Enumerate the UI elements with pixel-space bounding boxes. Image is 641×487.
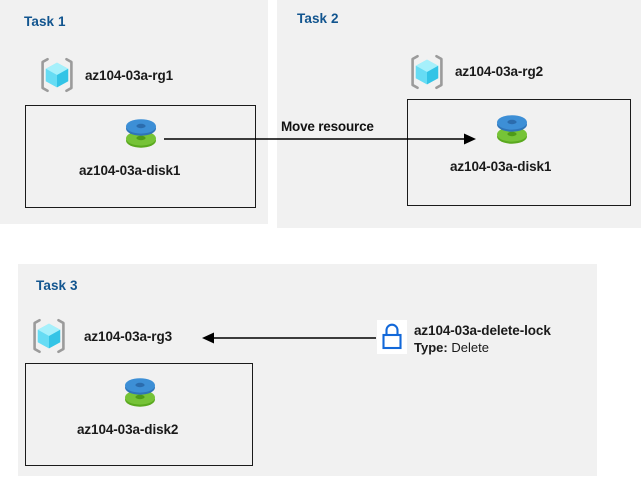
resource-group-label-rg3: az104-03a-rg3: [84, 329, 173, 344]
panel-title-task-3: Task 3: [36, 278, 78, 293]
resource-label-disk2-task3: az104-03a-disk2: [77, 422, 179, 437]
resource-group-boundary-rg2: [407, 99, 631, 206]
managed-disk-icon: [493, 111, 531, 147]
resource-group-icon: [38, 56, 76, 94]
resource-group-boundary-rg3: [25, 363, 253, 466]
resource-label-disk1-task2: az104-03a-disk1: [450, 159, 552, 174]
connector-arrow-move-resource: [164, 133, 476, 145]
resource-label-disk1-task1: az104-03a-disk1: [79, 163, 181, 178]
lock-icon: [377, 320, 407, 354]
panel-title-task-1: Task 1: [24, 14, 66, 29]
lock-label: az104-03a-delete-lock: [414, 323, 551, 338]
resource-group-label-rg2: az104-03a-rg2: [455, 64, 544, 79]
panel-task-3: [18, 264, 597, 476]
connector-label-move-resource: Move resource: [281, 119, 374, 134]
panel-title-task-2: Task 2: [297, 11, 339, 26]
lock-type-key: Type:: [414, 340, 448, 355]
managed-disk-icon: [121, 374, 159, 410]
panel-task-2: [277, 0, 641, 228]
lock-type-value: Delete: [451, 340, 489, 355]
resource-group-icon: [30, 317, 68, 355]
lock-type-row: Type: Delete: [414, 340, 489, 355]
connector-arrow-lock-to-rg3: [202, 332, 376, 344]
resource-group-icon: [408, 53, 446, 91]
resource-group-boundary-rg1: [25, 105, 256, 208]
resource-group-label-rg1: az104-03a-rg1: [85, 68, 174, 83]
managed-disk-icon: [122, 115, 160, 151]
panel-task-1: [0, 0, 268, 224]
